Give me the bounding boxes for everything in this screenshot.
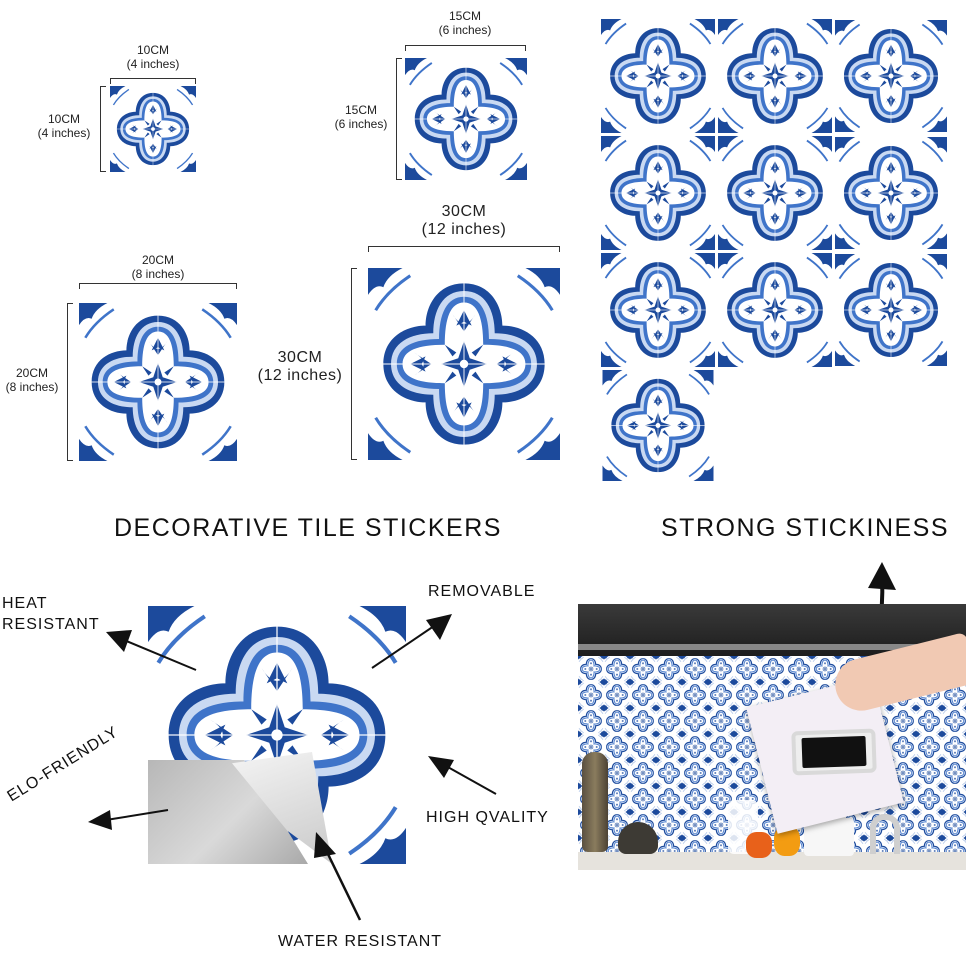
arrow-stickiness bbox=[868, 562, 896, 590]
dim-15cm-top-imperial: (6 inches) bbox=[438, 22, 492, 37]
dim-30cm-side-imperial: (12 inches) bbox=[257, 367, 343, 385]
dim-20cm-top: 20CM (8 inches) bbox=[98, 253, 218, 282]
ruler-30cm-vertical bbox=[351, 268, 357, 460]
feature-heat-resistant: HEAT RESISTANT bbox=[2, 595, 100, 633]
dim-20cm-top-metric: 20CM bbox=[141, 253, 174, 267]
dim-10cm-side-metric: 10CM bbox=[47, 112, 80, 126]
feature-removable: REMOVABLE bbox=[428, 583, 536, 600]
arrow-water bbox=[314, 832, 336, 858]
arrow-eco bbox=[88, 810, 112, 830]
dim-15cm-side: 15CM (6 inches) bbox=[326, 103, 396, 132]
dim-30cm-top: 30CM (12 inches) bbox=[394, 203, 534, 240]
ruler-15cm-horizontal bbox=[405, 45, 526, 51]
faucet bbox=[870, 814, 900, 854]
ruler-10cm-vertical bbox=[100, 86, 106, 172]
ruler-10cm-horizontal bbox=[110, 78, 196, 84]
dim-15cm-side-metric: 15CM bbox=[344, 103, 377, 117]
ruler-15cm-vertical bbox=[396, 58, 402, 180]
ruler-20cm-vertical bbox=[67, 303, 73, 461]
dim-10cm-side: 10CM (4 inches) bbox=[28, 112, 100, 141]
phone-screen bbox=[801, 735, 867, 769]
dim-15cm-top-metric: 15CM bbox=[448, 9, 481, 23]
arrow-removable bbox=[426, 614, 452, 640]
heading-strong-stickiness: STRONG STICKINESS bbox=[661, 514, 950, 542]
feature-water-resistant: WATER RESISTANT bbox=[278, 933, 443, 950]
dim-20cm-side-imperial: (8 inches) bbox=[5, 379, 59, 394]
kitchen-photo bbox=[578, 604, 966, 870]
dim-10cm-top-metric: 10CM bbox=[136, 43, 169, 57]
heading-decorative-tile-stickers: DECORATIVE TILE STICKERS bbox=[114, 514, 502, 542]
dim-10cm-top: 10CM (4 inches) bbox=[103, 43, 203, 72]
ruler-20cm-horizontal bbox=[79, 283, 237, 289]
arrow-quality bbox=[428, 756, 454, 778]
pepper-red bbox=[746, 832, 772, 858]
dim-30cm-top-imperial: (12 inches) bbox=[421, 221, 507, 239]
countertop bbox=[578, 852, 966, 870]
dim-20cm-top-imperial: (8 inches) bbox=[131, 266, 185, 281]
dim-20cm-side-metric: 20CM bbox=[15, 366, 48, 380]
dim-15cm-top: 15CM (6 inches) bbox=[410, 9, 520, 38]
phone bbox=[791, 728, 877, 776]
dim-15cm-side-imperial: (6 inches) bbox=[334, 116, 388, 131]
cabinet-trim bbox=[578, 644, 966, 650]
pot bbox=[618, 822, 658, 854]
arrow-heat bbox=[106, 630, 132, 652]
dim-20cm-side: 20CM (8 inches) bbox=[0, 366, 64, 395]
feature-high-quality: HIGH QVALITY bbox=[426, 809, 549, 826]
ruler-30cm-horizontal bbox=[368, 246, 560, 252]
dim-30cm-side-metric: 30CM bbox=[277, 349, 323, 366]
dim-30cm-top-metric: 30CM bbox=[441, 203, 487, 220]
dim-30cm-side: 30CM (12 inches) bbox=[244, 349, 356, 386]
vase bbox=[582, 752, 608, 852]
dim-10cm-side-imperial: (4 inches) bbox=[37, 125, 91, 140]
dim-10cm-top-imperial: (4 inches) bbox=[126, 56, 180, 71]
